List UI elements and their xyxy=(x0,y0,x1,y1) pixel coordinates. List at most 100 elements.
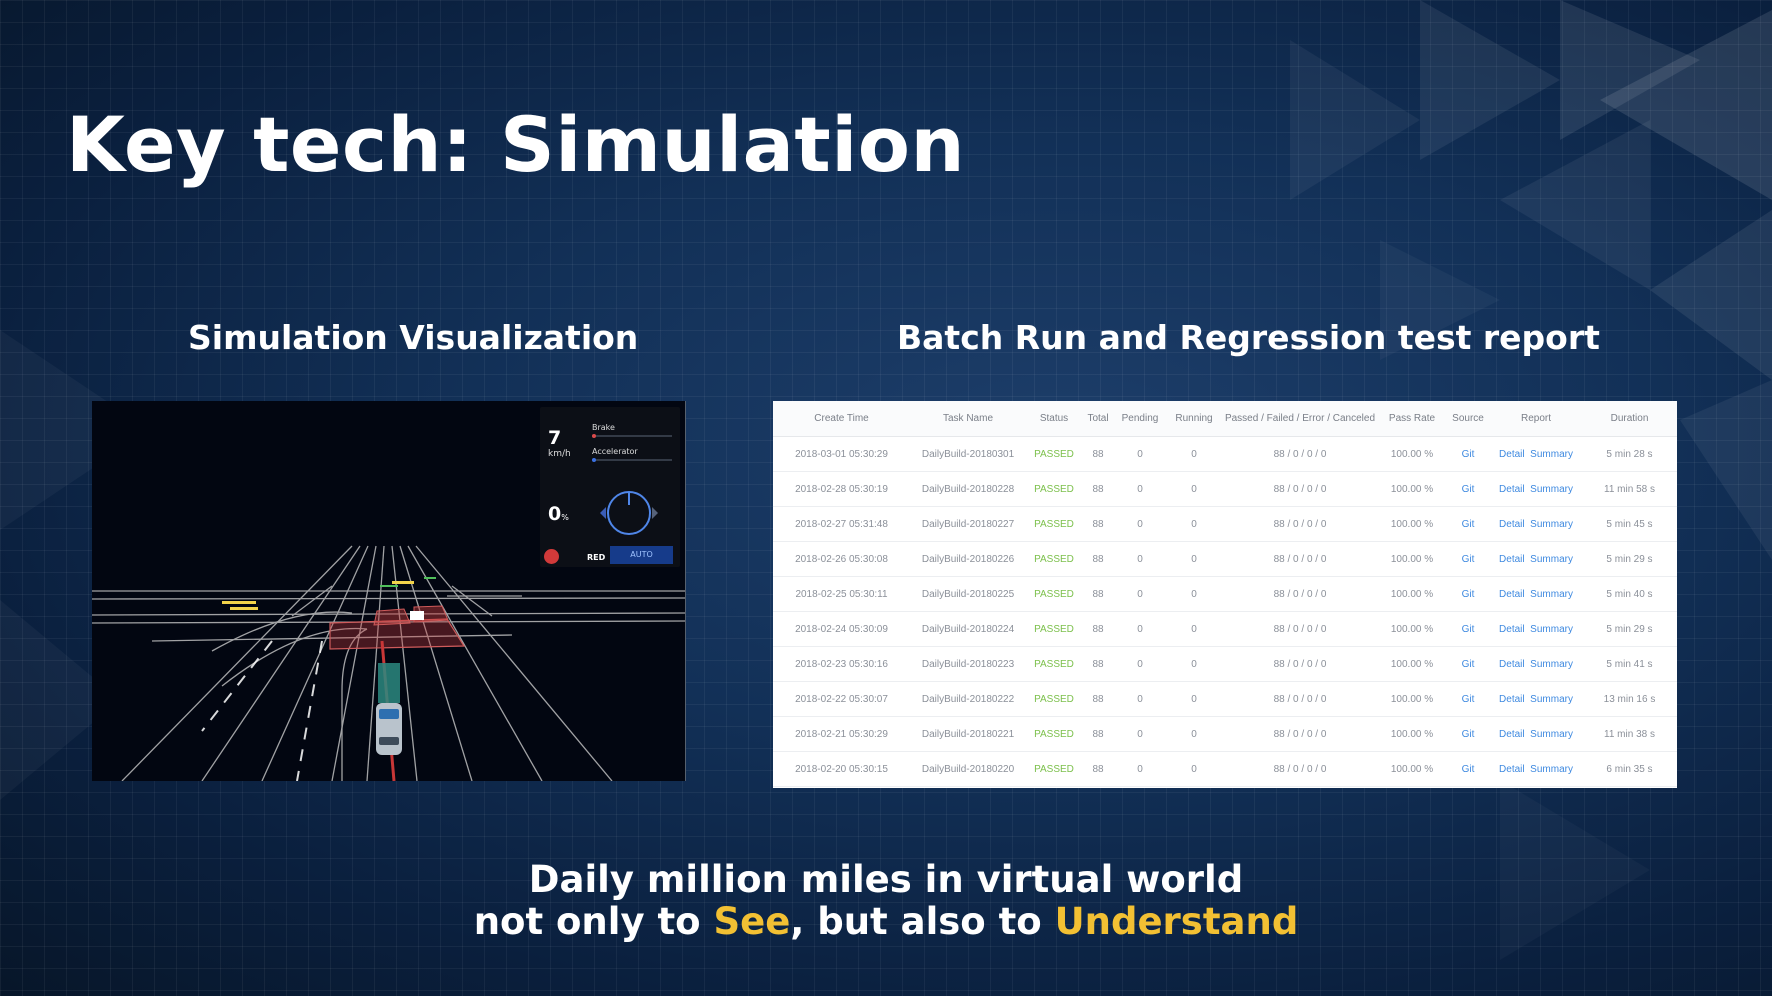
accelerator-label: Accelerator xyxy=(592,447,638,456)
status-cell: PASSED xyxy=(1026,751,1082,787)
total-cell: 88 xyxy=(1082,681,1114,717)
detail-link[interactable]: Detail xyxy=(1499,728,1525,740)
detail-link[interactable]: Detail xyxy=(1499,553,1525,565)
status-cell: PASSED xyxy=(1026,646,1082,682)
source-git-link[interactable]: Git xyxy=(1446,506,1490,542)
summary-link[interactable]: Summary xyxy=(1530,728,1573,740)
report-links-cell: Detail Summary xyxy=(1490,751,1582,787)
pending-cell: 0 xyxy=(1114,681,1166,717)
signal-label: RED xyxy=(587,553,606,562)
detail-link[interactable]: Detail xyxy=(1499,448,1525,460)
detail-link[interactable]: Detail xyxy=(1499,763,1525,775)
accelerator-indicator xyxy=(592,458,596,462)
summary-link[interactable]: Summary xyxy=(1530,518,1573,530)
detail-link[interactable]: Detail xyxy=(1499,518,1525,530)
tagline-highlight-understand: Understand xyxy=(1054,900,1299,943)
summary-link[interactable]: Summary xyxy=(1530,448,1573,460)
status-cell: PASSED xyxy=(1026,576,1082,612)
result-counts-cell: 88 / 0 / 0 / 0 xyxy=(1222,751,1378,787)
column-header-pass-rate[interactable]: Pass Rate xyxy=(1378,401,1446,437)
source-git-link[interactable]: Git xyxy=(1446,751,1490,787)
task-name-cell: DailyBuild-20180228 xyxy=(910,471,1026,507)
source-git-link[interactable]: Git xyxy=(1446,576,1490,612)
source-git-link[interactable]: Git xyxy=(1446,436,1490,472)
source-git-link[interactable]: Git xyxy=(1446,611,1490,647)
column-header-report[interactable]: Report xyxy=(1490,401,1582,437)
pass-rate-cell: 100.00 % xyxy=(1378,611,1446,647)
task-name-cell: DailyBuild-20180225 xyxy=(910,576,1026,612)
detail-link[interactable]: Detail xyxy=(1499,483,1525,495)
brake-label: Brake xyxy=(592,423,615,432)
report-links-cell: Detail Summary xyxy=(1490,436,1582,472)
column-header-duration[interactable]: Duration xyxy=(1582,401,1677,437)
column-header-task-name[interactable]: Task Name xyxy=(910,401,1026,437)
duration-cell: 5 min 40 s xyxy=(1582,576,1677,612)
source-git-link[interactable]: Git xyxy=(1446,716,1490,752)
total-cell: 88 xyxy=(1082,646,1114,682)
column-header-status[interactable]: Status xyxy=(1026,401,1082,437)
task-name-cell: DailyBuild-20180220 xyxy=(910,751,1026,787)
status-cell: PASSED xyxy=(1026,506,1082,542)
detail-link[interactable]: Detail xyxy=(1499,588,1525,600)
duration-cell: 11 min 38 s xyxy=(1582,716,1677,752)
total-cell: 88 xyxy=(1082,611,1114,647)
result-counts-cell: 88 / 0 / 0 / 0 xyxy=(1222,436,1378,472)
task-name-cell: DailyBuild-20180223 xyxy=(910,646,1026,682)
task-name-cell: DailyBuild-20180221 xyxy=(910,716,1026,752)
pass-rate-cell: 100.00 % xyxy=(1378,541,1446,577)
column-header-running[interactable]: Running xyxy=(1166,401,1222,437)
summary-link[interactable]: Summary xyxy=(1530,658,1573,670)
task-name-cell: DailyBuild-20180301 xyxy=(910,436,1026,472)
column-header-total[interactable]: Total xyxy=(1082,401,1114,437)
running-cell: 0 xyxy=(1166,611,1222,647)
duration-cell: 5 min 28 s xyxy=(1582,436,1677,472)
create-time-cell: 2018-02-24 05:30:09 xyxy=(773,611,910,647)
pending-cell: 0 xyxy=(1114,541,1166,577)
source-git-link[interactable]: Git xyxy=(1446,681,1490,717)
running-cell: 0 xyxy=(1166,681,1222,717)
column-header-create-time[interactable]: Create Time xyxy=(773,401,910,437)
summary-link[interactable]: Summary xyxy=(1530,588,1573,600)
tagline-line-2: not only to See, but also to Understand xyxy=(0,900,1772,943)
source-git-link[interactable]: Git xyxy=(1446,646,1490,682)
detail-link[interactable]: Detail xyxy=(1499,623,1525,635)
total-cell: 88 xyxy=(1082,471,1114,507)
running-cell: 0 xyxy=(1166,646,1222,682)
total-cell: 88 xyxy=(1082,751,1114,787)
result-counts-cell: 88 / 0 / 0 / 0 xyxy=(1222,681,1378,717)
column-header-source[interactable]: Source xyxy=(1446,401,1490,437)
steering-value: 0% xyxy=(548,503,569,525)
column-header-passed-failed-error-canceled[interactable]: Passed / Failed / Error / Canceled xyxy=(1222,401,1378,437)
summary-link[interactable]: Summary xyxy=(1530,483,1573,495)
summary-link[interactable]: Summary xyxy=(1530,763,1573,775)
report-links-cell: Detail Summary xyxy=(1490,541,1582,577)
pending-cell: 0 xyxy=(1114,611,1166,647)
regression-report-table: Create Time Task Name Status Total Pendi… xyxy=(773,401,1677,787)
create-time-cell: 2018-02-27 05:31:48 xyxy=(773,506,910,542)
pass-rate-cell: 100.00 % xyxy=(1378,646,1446,682)
source-git-link[interactable]: Git xyxy=(1446,471,1490,507)
total-cell: 88 xyxy=(1082,541,1114,577)
summary-link[interactable]: Summary xyxy=(1530,623,1573,635)
simulation-visualization-panel: 7 km/h Brake Accelerator 0% RED AUTO xyxy=(92,401,686,781)
report-links-cell: Detail Summary xyxy=(1490,506,1582,542)
detail-link[interactable]: Detail xyxy=(1499,693,1525,705)
pass-rate-cell: 100.00 % xyxy=(1378,751,1446,787)
pending-cell: 0 xyxy=(1114,751,1166,787)
task-name-cell: DailyBuild-20180224 xyxy=(910,611,1026,647)
pending-cell: 0 xyxy=(1114,646,1166,682)
source-git-link[interactable]: Git xyxy=(1446,541,1490,577)
tagline-text-2: , but also to xyxy=(790,900,1055,943)
detail-link[interactable]: Detail xyxy=(1499,658,1525,670)
result-counts-cell: 88 / 0 / 0 / 0 xyxy=(1222,611,1378,647)
tagline-text-1: not only to xyxy=(473,900,714,943)
steering-dial-icon xyxy=(600,491,658,535)
status-cell: PASSED xyxy=(1026,471,1082,507)
summary-link[interactable]: Summary xyxy=(1530,693,1573,705)
summary-link[interactable]: Summary xyxy=(1530,553,1573,565)
status-cell: PASSED xyxy=(1026,681,1082,717)
column-header-pending[interactable]: Pending xyxy=(1114,401,1166,437)
